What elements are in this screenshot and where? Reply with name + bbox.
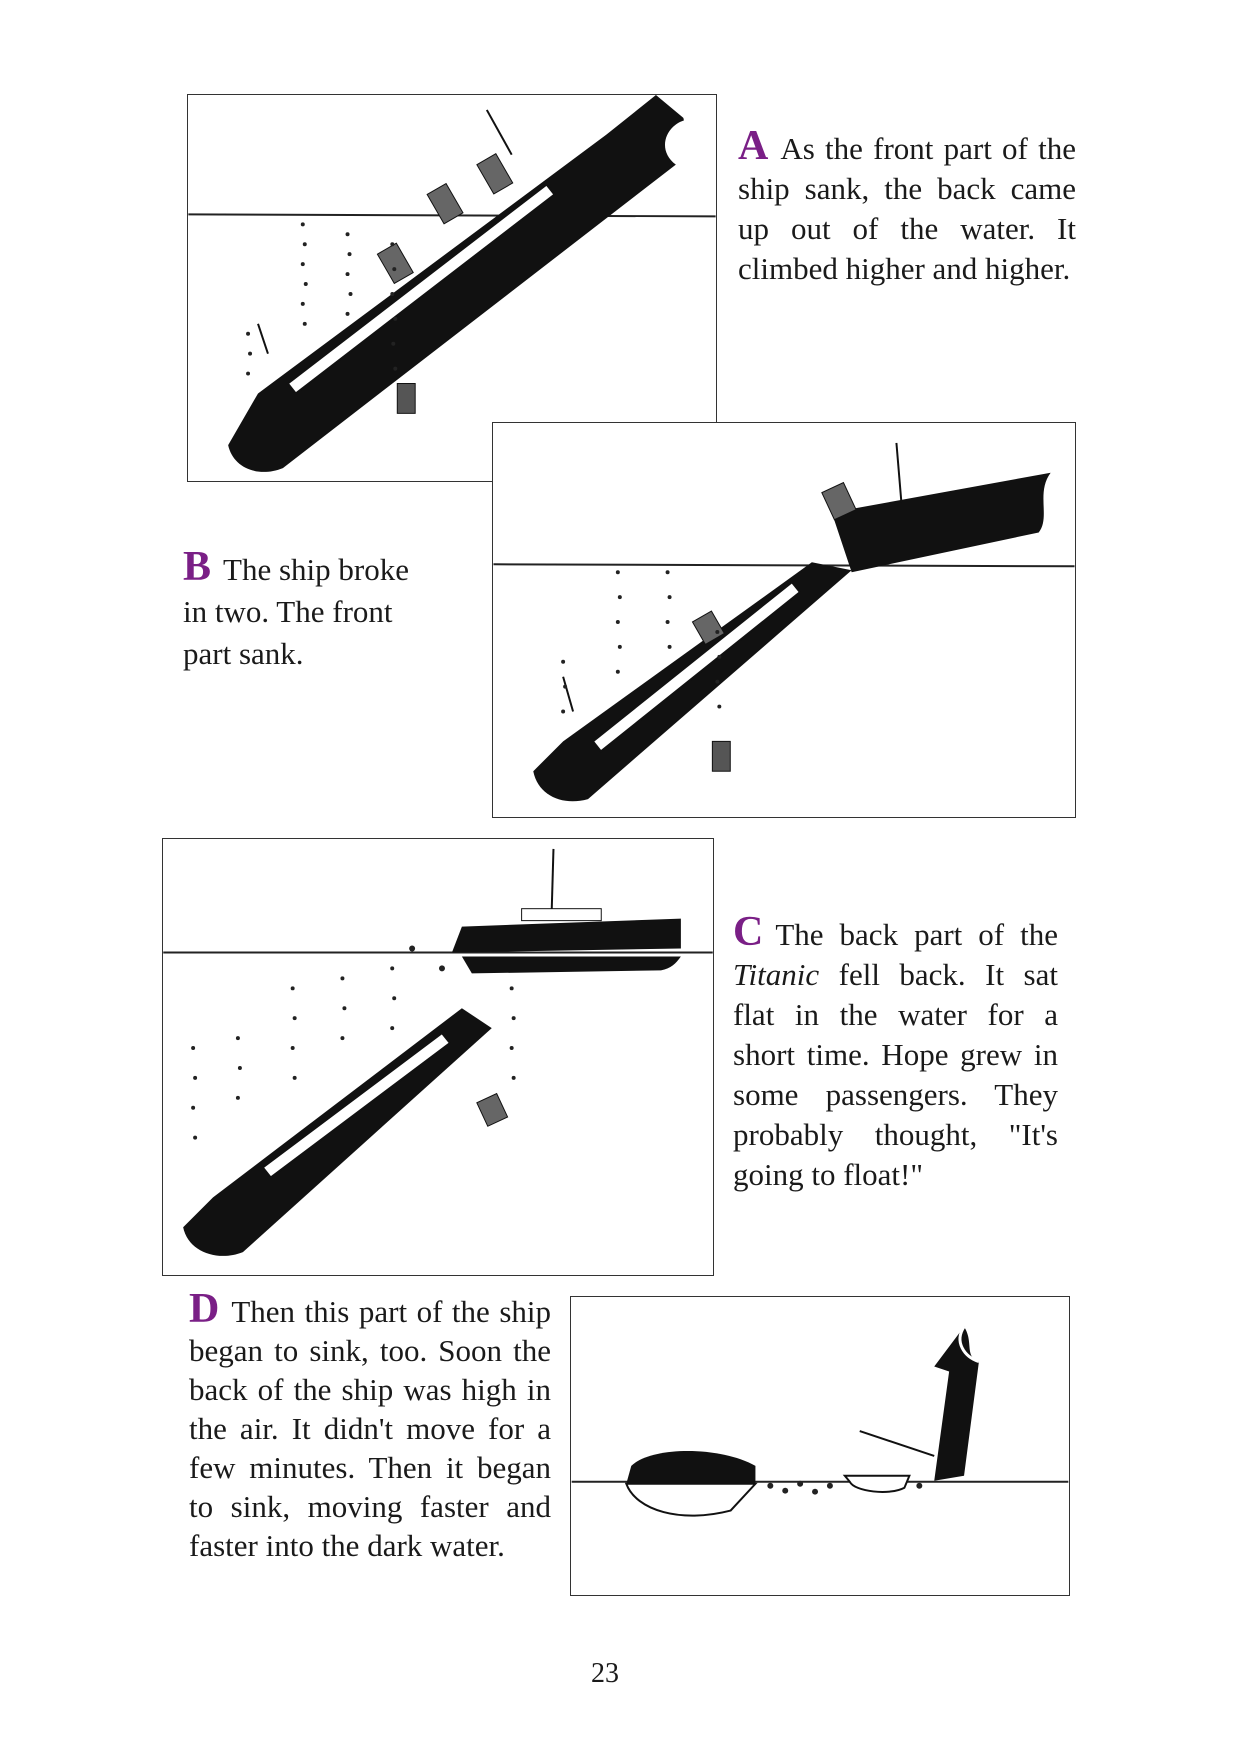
- caption-b-line3: part sank.: [183, 636, 304, 671]
- illustration-b-ship-breaking: [492, 422, 1076, 818]
- ship-tilting-drawing: [188, 95, 716, 472]
- caption-b-letter: B: [183, 544, 212, 590]
- illustration-c-back-floating: [162, 838, 714, 1276]
- caption-b-line1: The ship broke: [223, 552, 409, 587]
- caption-c-text-after: fell back. It sat flat in the water for …: [733, 957, 1058, 1192]
- caption-d-letter: D: [189, 1286, 220, 1332]
- back-floating-drawing: [163, 848, 713, 1256]
- caption-b-line2: in two. The front: [183, 594, 393, 629]
- caption-c-letter: C: [733, 909, 764, 955]
- caption-c: C The back part of the Titanic fell back.…: [733, 909, 1058, 1195]
- stern-upright-drawing: [571, 1325, 1069, 1517]
- caption-c-text-before: The back part of the: [775, 917, 1058, 952]
- caption-a-letter: A: [738, 123, 769, 169]
- caption-a-text: As the front part of the ship sank, the …: [738, 131, 1076, 286]
- caption-c-title-italic: Titanic: [733, 957, 820, 992]
- caption-d-text: Then this part of the ship began to sink…: [189, 1294, 551, 1563]
- illustration-d-stern-upright: [570, 1296, 1070, 1596]
- page-number: 23: [591, 1658, 619, 1689]
- illustration-a-ship-tilting: [187, 94, 717, 482]
- ship-breaking-drawing: [493, 442, 1075, 802]
- caption-b: B The ship broke in two. The front part s…: [183, 546, 443, 675]
